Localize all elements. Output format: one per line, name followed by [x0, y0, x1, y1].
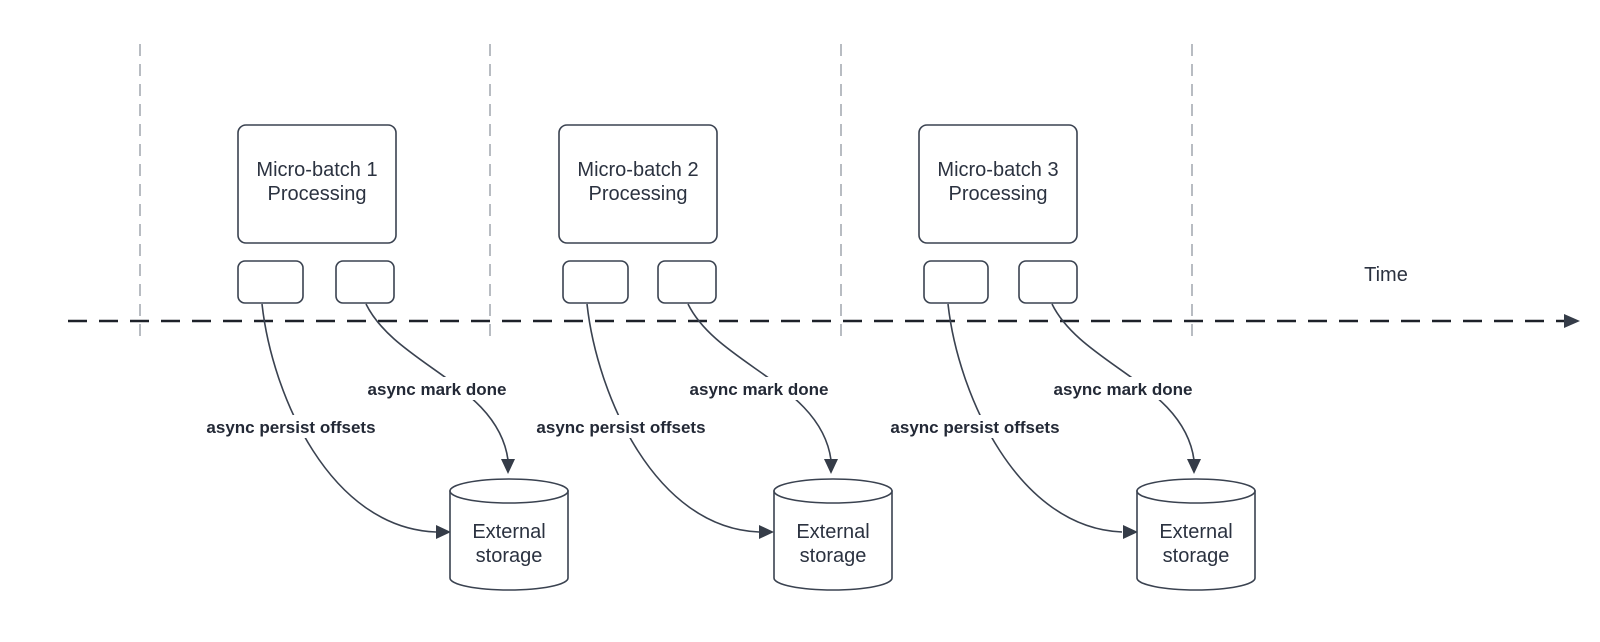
storage-cylinder-top: [1136, 478, 1256, 504]
persist-label-bg: [202, 415, 380, 438]
persist-offsets-label: async persist offsets: [206, 418, 375, 437]
persist-offsets-arrow: [947, 303, 1123, 533]
mark-done-arrow: [365, 303, 509, 461]
storage-label-line1: External: [796, 521, 869, 543]
storage-label-line2: storage: [800, 545, 867, 567]
micro-batch-title-line2: Processing: [589, 183, 688, 205]
mark-done-label: async mark done: [1054, 380, 1193, 399]
storage-cylinder-body: [773, 490, 893, 591]
storage-label-line2: storage: [1163, 545, 1230, 567]
timeline-label: Time: [1364, 264, 1408, 286]
persist-label-bg: [886, 415, 1064, 438]
done-label-bg: [684, 377, 834, 400]
micro-batch-title-line1: Micro-batch 3: [937, 159, 1058, 181]
done-label-bg: [1048, 377, 1198, 400]
done-arrowhead-icon: [824, 459, 838, 474]
mark-done-arrow: [1051, 303, 1195, 461]
done-label-bg: [362, 377, 512, 400]
persist-arrowhead-icon: [436, 525, 451, 539]
storage-label-line1: External: [1159, 521, 1232, 543]
micro-batch-box: [237, 124, 397, 244]
micro-batch-title-line2: Processing: [949, 183, 1048, 205]
persist-label-bg: [532, 415, 710, 438]
micro-batch-title-line1: Micro-batch 1: [256, 159, 377, 181]
micro-batch-box: [558, 124, 718, 244]
offset-task-box: [237, 260, 304, 304]
offset-task-box: [562, 260, 629, 304]
micro-batch-title-line2: Processing: [268, 183, 367, 205]
storage-cylinder-top: [449, 478, 569, 504]
mark-done-arrow: [687, 303, 832, 461]
storage-cylinder-body: [449, 490, 569, 591]
storage-cylinder-body: [1136, 490, 1256, 591]
persist-arrowhead-icon: [759, 525, 774, 539]
persist-arrowhead-icon: [1123, 525, 1138, 539]
done-task-box: [335, 260, 395, 304]
offset-task-box: [923, 260, 989, 304]
micro-batch-title-line1: Micro-batch 2: [577, 159, 698, 181]
persist-offsets-arrow: [586, 303, 760, 533]
storage-cylinder-top: [773, 478, 893, 504]
done-task-box: [657, 260, 717, 304]
persist-offsets-arrow: [261, 303, 437, 533]
timeline-arrow-icon: [1564, 314, 1580, 328]
storage-label-line2: storage: [476, 545, 543, 567]
micro-batch-box: [918, 124, 1078, 244]
storage-label-line1: External: [472, 521, 545, 543]
done-task-box: [1018, 260, 1078, 304]
done-arrowhead-icon: [501, 459, 515, 474]
persist-offsets-label: async persist offsets: [890, 418, 1059, 437]
persist-offsets-label: async persist offsets: [536, 418, 705, 437]
mark-done-label: async mark done: [690, 380, 829, 399]
mark-done-label: async mark done: [368, 380, 507, 399]
done-arrowhead-icon: [1187, 459, 1201, 474]
